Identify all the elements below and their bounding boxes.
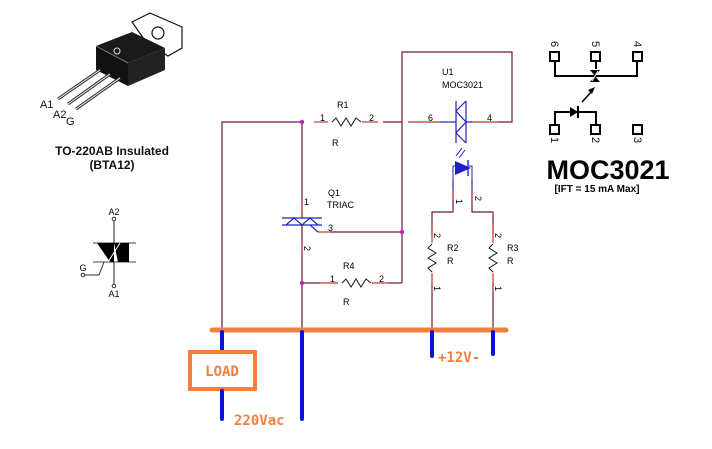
r4-pin1: 1	[330, 274, 335, 284]
r1-ref: R1	[337, 100, 349, 110]
mounting-hole-icon	[151, 26, 165, 40]
u1-value: MOC3021	[442, 80, 483, 90]
moc-pin-6: 6	[548, 41, 560, 47]
optocoupler-u1: U1 MOC3021 6 4 1 2	[428, 67, 492, 204]
moc-pin-1: 1	[548, 137, 560, 143]
q1-pin3: 3	[328, 223, 333, 233]
r4-ref: R4	[343, 261, 355, 271]
r1-pin1: 1	[320, 113, 325, 123]
moc-pin-4: 4	[631, 41, 643, 47]
u1-pin6: 6	[428, 113, 433, 123]
resistor-r1: R1 1 2 R	[320, 100, 374, 148]
opto-led-icon	[570, 106, 579, 118]
triac-symbol-a2-label: A2	[108, 207, 119, 217]
moc-title: MOC3021	[546, 155, 669, 185]
triac-output-icon	[440, 100, 472, 144]
resistor-r3: R3 R 2 1	[488, 233, 519, 291]
u1-led-pin1: 1	[454, 199, 464, 204]
r1-pin2: 2	[369, 113, 374, 123]
q1-pin2: 2	[302, 246, 312, 251]
moc-pin-2: 2	[589, 137, 601, 143]
r2-value: R	[447, 256, 454, 266]
package-subtitle: (BTA12)	[89, 158, 134, 172]
package-body-side	[128, 48, 165, 86]
hand-annotations: LOAD 220Vac +12V-	[188, 327, 509, 429]
junction-dot	[299, 280, 305, 286]
terminal-icon	[80, 272, 86, 278]
load-box	[188, 350, 257, 391]
moc3021-pinout: 6 5 4 1 2 3 MOC3021 [IFT = 15 mA Max]	[546, 41, 669, 195]
u1-pin4: 4	[487, 113, 492, 123]
pin-pad-4	[632, 51, 643, 62]
u1-ref: U1	[442, 67, 454, 77]
schematic-wires	[221, 51, 513, 330]
triac-symbol-a1-label: A1	[108, 289, 119, 299]
mains-label: 220Vac	[234, 413, 285, 429]
pin-label-g: G	[66, 116, 75, 128]
r2-ref: R2	[447, 243, 459, 253]
load-label: LOAD	[205, 364, 239, 380]
pin-pad-5	[590, 51, 601, 62]
r3-pin2: 2	[493, 233, 503, 238]
r3-ref: R3	[507, 243, 519, 253]
triac-q1: Q1 TRIAC 1 3 2	[282, 188, 355, 251]
moc-note: [IFT = 15 mA Max]	[555, 184, 640, 195]
junction-dot	[299, 119, 305, 125]
junctions	[299, 119, 405, 286]
package-body-top	[96, 32, 165, 63]
terminal-icon	[111, 283, 117, 289]
r1-value: R	[332, 138, 339, 148]
pin-pad-3	[632, 124, 643, 135]
led-icon	[452, 147, 473, 190]
triac-symbol: A2 G A1	[79, 207, 136, 299]
pin-stubs	[301, 121, 498, 292]
opto-triac-icon	[590, 70, 600, 82]
q1-value: TRIAC	[327, 200, 355, 210]
moc-pin-5: 5	[589, 41, 601, 47]
light-arrow-icon	[581, 87, 595, 103]
u1-led-pin2: 2	[473, 196, 483, 201]
r4-pin2: 2	[379, 274, 384, 284]
q1-ref: Q1	[328, 188, 340, 198]
q1-pin1: 1	[304, 197, 309, 207]
r3-pin1: 1	[493, 286, 503, 291]
terminal-icon	[111, 216, 117, 222]
pin-pad-6	[549, 51, 560, 62]
resistor-r4: R4 1 2 R	[330, 261, 384, 307]
r4-value: R	[343, 297, 350, 307]
resistor-r2: R2 R 2 1	[427, 233, 459, 291]
triac-symbol-g-label: G	[79, 263, 86, 273]
package-body-front	[96, 46, 128, 86]
package-title: TO-220AB Insulated	[55, 144, 169, 158]
r3-value: R	[507, 256, 514, 266]
r2-pin1: 1	[432, 286, 442, 291]
pin-pad-1	[549, 124, 560, 135]
to220-package-illustration: A1 A2 G TO-220AB Insulated (BTA12)	[40, 12, 183, 172]
package-dot	[113, 47, 121, 55]
pin-pad-2	[590, 124, 601, 135]
pin-label-a2: A2	[53, 109, 66, 121]
r2-pin2: 2	[432, 233, 442, 238]
pin-label-a1: A1	[40, 99, 53, 111]
moc-pin-3: 3	[631, 137, 643, 143]
dc-label: +12V-	[438, 350, 480, 366]
junction-dot	[399, 229, 405, 235]
